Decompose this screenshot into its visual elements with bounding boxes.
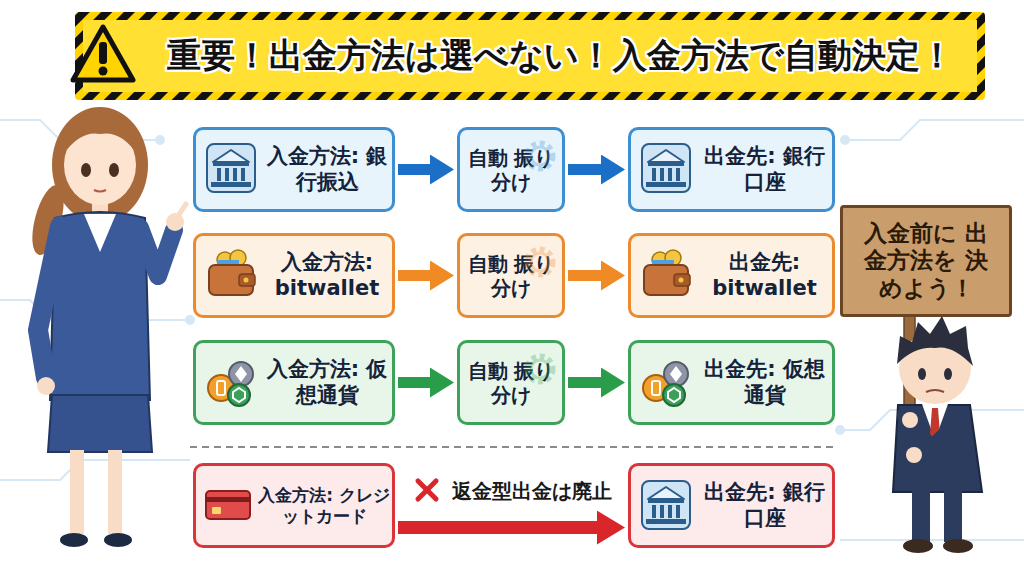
box-icons xyxy=(528,250,552,274)
box-icons xyxy=(206,144,690,529)
sign-board: 入金前に 出金方法を 決めよう！ xyxy=(840,205,1012,317)
circuit-lines xyxy=(841,136,849,144)
method-box: 出金先: 仮想通貨 xyxy=(628,340,835,425)
title-banner xyxy=(73,27,133,80)
auto-sort-box: 自動 振り分け xyxy=(457,127,565,212)
title-banner xyxy=(73,12,985,100)
woman-figure xyxy=(62,112,138,156)
box-icons xyxy=(642,144,690,192)
woman-figure xyxy=(108,450,122,534)
box-icons xyxy=(528,144,552,168)
title-banner xyxy=(75,12,985,100)
box-icons xyxy=(528,357,552,381)
boy-figure xyxy=(943,539,973,553)
box-icons xyxy=(209,250,255,295)
boy-figure xyxy=(897,316,973,366)
flow-arrow xyxy=(398,521,597,534)
box-icons xyxy=(644,250,690,295)
woman-figure xyxy=(37,377,55,395)
circuit-lines xyxy=(0,120,1024,540)
node-text: 入金方法: 銀行振込 xyxy=(263,144,391,194)
boy-figure xyxy=(925,418,962,455)
boy-figure xyxy=(912,490,930,542)
method-box: 出金先: 銀行口座 xyxy=(628,463,835,548)
auto-sort-box: 自動 振り分け xyxy=(457,233,565,318)
woman-figure xyxy=(166,213,184,231)
box-icons xyxy=(642,481,690,529)
node-text: 自動 振り分け xyxy=(461,146,561,194)
node-text: 自動 振り分け xyxy=(461,252,561,300)
boy-figure xyxy=(893,405,982,492)
flow-arrow xyxy=(398,270,430,281)
flow-arrow xyxy=(568,270,601,281)
woman-figure xyxy=(52,107,148,223)
node-text: 出金先: 仮想通貨 xyxy=(699,357,831,407)
node-text: 出金先: 銀行口座 xyxy=(699,144,831,194)
circuit-lines xyxy=(845,120,1024,140)
boy-figure xyxy=(944,490,962,542)
boy-figure xyxy=(893,300,982,553)
circuit-lines xyxy=(156,136,164,144)
woman-figure xyxy=(109,163,119,177)
woman-figure xyxy=(140,228,174,276)
flow-arrow xyxy=(398,377,430,388)
woman-figure xyxy=(48,395,152,452)
node-text: 入金方法: 仮想通貨 xyxy=(263,357,391,407)
cross-mark xyxy=(418,481,436,499)
woman-figure xyxy=(60,533,88,547)
circuit-lines xyxy=(836,426,844,434)
woman-figure xyxy=(178,204,186,216)
node-text: 出金先: 銀行口座 xyxy=(699,480,831,530)
node-text: 入金方法: bitwallet xyxy=(263,250,391,300)
method-box: 入金方法: 銀行振込 xyxy=(193,127,395,212)
method-box: 入金方法: クレジットカード xyxy=(193,463,395,548)
node-text: 入金方法: クレジットカード xyxy=(254,485,394,526)
woman-figure xyxy=(84,214,116,252)
cross-mark xyxy=(418,481,436,499)
boy-figure xyxy=(906,447,922,463)
boy-figure xyxy=(903,539,933,553)
circuit-lines xyxy=(840,539,1024,541)
boy-figure xyxy=(918,368,926,380)
boy-figure xyxy=(902,412,918,428)
edge-label: 返金型出金は廃止 xyxy=(432,479,632,503)
method-box: 入金方法: 仮想通貨 xyxy=(193,340,395,425)
woman-figure xyxy=(81,163,91,177)
circuit-lines xyxy=(186,316,194,324)
flow-arrow xyxy=(568,164,601,175)
woman-figure xyxy=(104,533,132,547)
boy-figure xyxy=(944,368,952,380)
cross-mark xyxy=(418,481,436,499)
woman-figure xyxy=(70,450,84,534)
edge-group xyxy=(398,170,601,528)
title-banner xyxy=(99,67,108,76)
box-icons xyxy=(206,491,250,519)
method-box: 出金先: bitwallet xyxy=(628,233,835,318)
method-box: 入金方法: bitwallet xyxy=(193,233,395,318)
separator-line xyxy=(190,446,835,448)
woman-figure xyxy=(94,190,106,192)
woman-figure xyxy=(26,107,186,547)
method-box: 出金先: 銀行口座 xyxy=(628,127,835,212)
box-icons xyxy=(207,144,255,192)
auto-sort-box: 自動 振り分け xyxy=(457,340,565,425)
title-text: 重要！出金方法は選べない！入金方法で自動決定！ xyxy=(140,28,980,84)
node-text: 入金前に 出金方法を 決めよう！ xyxy=(856,220,996,303)
woman-figure xyxy=(38,226,60,378)
boy-figure xyxy=(926,390,944,392)
node-text: 出金先: bitwallet xyxy=(699,250,831,300)
box-icons xyxy=(643,362,688,406)
box-icons xyxy=(208,362,253,406)
title-banner xyxy=(99,42,107,64)
flow-arrow xyxy=(398,164,430,175)
circuit-lines xyxy=(0,460,190,480)
node-text: 自動 振り分け xyxy=(461,359,561,407)
flow-arrow xyxy=(568,377,601,388)
